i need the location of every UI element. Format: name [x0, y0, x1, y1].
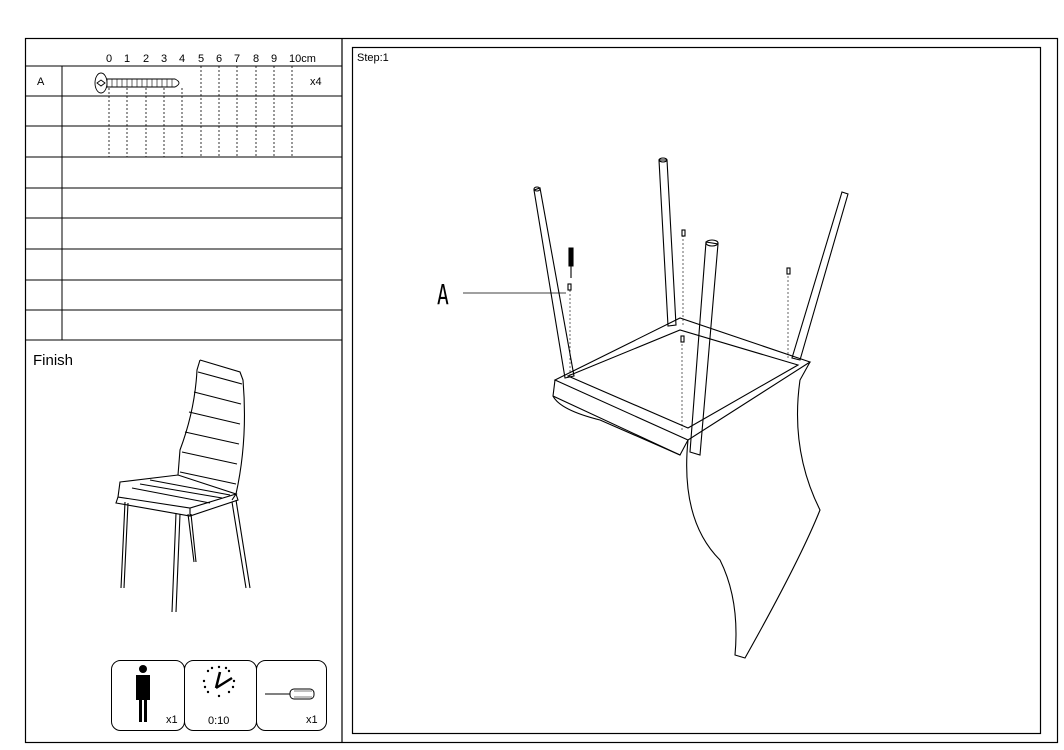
scale-tick-label: 1 — [124, 53, 131, 65]
scale-tick-label: 8 — [253, 53, 260, 65]
scale-dashed-lines — [108, 66, 293, 157]
scale-tick-label: 3 — [161, 53, 168, 65]
scale-tick-label: 0 — [106, 53, 113, 65]
scale-tick-label: 5 — [198, 53, 205, 65]
clock-icon — [202, 665, 236, 698]
step1-chair-illustration — [463, 157, 849, 659]
assembly-time: 0:10 — [208, 715, 230, 727]
part-label-a: A — [37, 76, 45, 88]
scale-tick-label: 10cm — [289, 53, 316, 65]
callout-label-a: A — [437, 278, 449, 311]
scale-tick-label: 7 — [234, 53, 241, 65]
scale-tick-label: 4 — [179, 53, 186, 65]
scale-tick-label: 2 — [143, 53, 150, 65]
step-title: Step:1 — [357, 52, 389, 64]
tools-count: x1 — [306, 714, 318, 726]
outer-frame — [24, 37, 1059, 744]
parts-table-grid — [25, 65, 342, 341]
scale-tick-label: 9 — [271, 53, 278, 65]
screwdriver-icon — [265, 688, 315, 700]
finish-title: Finish — [33, 352, 74, 369]
finished-chair-illustration — [115, 359, 251, 613]
persons-count: x1 — [166, 714, 178, 726]
part-quantity-a: x4 — [310, 76, 322, 88]
screw-icon — [94, 72, 180, 94]
scale-tick-label: 6 — [216, 53, 223, 65]
step-frame — [351, 46, 1042, 735]
person-icon — [136, 665, 150, 722]
